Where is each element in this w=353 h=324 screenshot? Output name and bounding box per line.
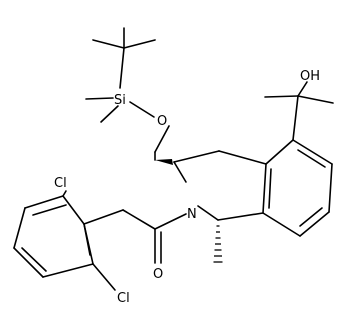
- hydroxyl-label: OH: [300, 69, 320, 84]
- chlorine-bottom-label: Cl: [117, 291, 130, 306]
- hashed-bond-c1-methyl: [213, 225, 223, 263]
- nitrogen-label: N: [187, 207, 197, 222]
- silyl-ether-linker: [154, 125, 170, 161]
- amide-bonds: [122, 209, 187, 264]
- silyl-methyl-bonds: [85, 97, 155, 123]
- benzo-ring-bonds: [262, 139, 333, 237]
- carbonyl-oxygen-label: O: [153, 267, 163, 282]
- chlorine-top-label: Cl: [54, 176, 67, 191]
- dichlorophenyl-ring-bonds: [13, 190, 124, 291]
- wedge-bond-c3: [155, 159, 173, 165]
- ether-oxygen-label: O: [157, 114, 167, 129]
- tert-butyl-group: [92, 27, 156, 89]
- hydroxypropyl-group: [264, 81, 334, 141]
- silicon-label: Si: [114, 93, 126, 108]
- saturated-ring-bonds: [173, 150, 267, 221]
